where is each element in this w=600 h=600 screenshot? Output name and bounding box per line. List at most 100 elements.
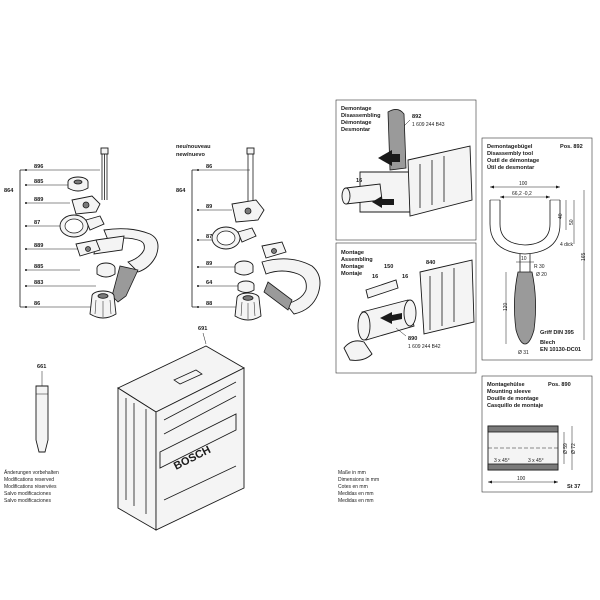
left-label-87: 87 (34, 220, 40, 226)
note-mid-1: Maße in mm (338, 470, 366, 476)
note-mid-4: Medidas en mm (338, 491, 374, 497)
sleeve-890-panel: Montagehülse Mounting sleeve Douille de … (481, 375, 593, 493)
mid-group-label: 864 (176, 188, 186, 194)
left-group-label: 864 (4, 188, 14, 194)
mid-label-88: 88 (206, 301, 212, 307)
dim-40: 40 (558, 213, 564, 219)
mid-nut-64 (237, 280, 255, 293)
left-label-885: 885 (34, 179, 43, 185)
mid-heading-de: neu/nouveau (176, 144, 211, 150)
note-left-1: Änderungen vorbehalten (4, 469, 59, 476)
disassembling-pos-16: 16 (356, 178, 362, 184)
mid-heading-en: new/nuevo (176, 152, 205, 158)
assembling-label-840: 840 (426, 260, 435, 266)
mid-label-89: 89 (206, 204, 212, 210)
assembling-label-150: 150 (384, 264, 393, 270)
notes-left: Änderungen vorbehalten Modifications res… (4, 469, 59, 504)
dim-4-dick: 4 dick (560, 242, 574, 248)
assembling-part-no: 890 (408, 336, 417, 342)
sleeve-d59: Ø 59 (563, 443, 569, 454)
left-handle-assembly: 864 896 885 889 87 889 885 883 86 (4, 147, 159, 319)
note-mid-5: Medidas en mm (338, 498, 374, 504)
left-nut-885b (96, 262, 116, 278)
dim-d20: Ø 20 (536, 272, 547, 278)
disassembling-part-no: 892 (412, 114, 421, 120)
dim-50: 50 (569, 219, 575, 225)
left-clamp-889b (75, 239, 101, 257)
assembling-title-4: Montaje (341, 271, 362, 277)
sleeve890-title-2: Mounting sleeve (487, 389, 531, 395)
middle-handle-assembly: neu/nouveau new/nuevo 864 86 89 87 89 64… (176, 144, 321, 321)
sleeve890-title-3: Douille de montage (487, 396, 539, 402)
left-label-889: 889 (34, 197, 43, 203)
mid-label-87: 87 (206, 234, 212, 240)
tool892-title-2: Disassembly tool (487, 151, 533, 157)
chisel-661: 661 (35, 364, 49, 453)
mid-spacer-89c (234, 260, 254, 276)
dim-165: 165 (581, 252, 587, 261)
note-left-5: Salvo modificaciones (4, 498, 51, 504)
assembling-order-no: 1 609 244 B42 (408, 344, 441, 350)
note-mid-2: Dimensions in mm (338, 477, 379, 483)
grip-note-2: Blech (540, 340, 556, 346)
tool892-title-3: Outil de démontage (487, 158, 539, 164)
sleeve890-pos: Pos. 890 (548, 382, 571, 388)
mid-label-64: 64 (206, 280, 213, 286)
dim-r30: R 30 (534, 264, 545, 270)
disassembling-title-2: Disassembling (341, 113, 381, 119)
assembling-label-16a: 16 (372, 274, 378, 280)
sleeve-material: St 37 (567, 484, 580, 490)
sleeve890-title-4: Casquillo de montaje (487, 403, 543, 409)
assembling-title-2: Assembling (341, 257, 373, 263)
left-label-889b: 889 (34, 243, 43, 249)
dim-10: 10 (521, 256, 527, 262)
disassembling-title-1: Demontage (341, 106, 371, 112)
grip-note-3: EN 10130-DC01 (540, 347, 581, 353)
left-d-handle (93, 228, 159, 303)
sleeve-chamfer-left: 3 x 45° (494, 458, 510, 464)
disassembling-panel: Demontage Disassembling Démontage Desmon… (335, 99, 477, 241)
assembling-panel: Montage Assembling Montage Montaje 150 8… (335, 242, 477, 374)
left-nut-885 (67, 176, 89, 192)
grip-note-1: Griff DIN 395 (540, 330, 574, 336)
mid-bolt (246, 147, 255, 206)
left-label-885b: 885 (34, 264, 43, 270)
tool892-pos: Pos. 892 (560, 144, 583, 150)
mid-d-handle (261, 258, 321, 315)
case-label-691: 691 (198, 326, 207, 332)
left-label-896: 896 (34, 164, 43, 170)
mid-ring-87 (211, 226, 257, 250)
left-label-883: 883 (34, 280, 43, 286)
left-bolt (100, 147, 109, 200)
tool892-title-4: Útil de desmontar (487, 164, 535, 171)
assembling-title-3: Montage (341, 264, 364, 270)
note-mid-3: Cotes en mm (338, 484, 368, 490)
tool-892-panel: Demontagebügel Disassembly tool Outil de… (481, 137, 593, 361)
note-left-2: Modifications reserved (4, 477, 54, 483)
sleeve-chamfer-right: 3 x 45° (528, 458, 544, 464)
note-left-4: Salvo modificaciones (4, 491, 51, 497)
dim-66-2: 66,2 -0,2 (512, 191, 532, 197)
left-ring-87 (59, 214, 105, 238)
notes-mid: Maße in mm Dimensions in mm Cotes en mm … (338, 470, 379, 504)
mid-clamp-89b (261, 241, 287, 259)
sleeve-d72: Ø 72 (571, 443, 577, 454)
mid-label-86: 86 (206, 164, 212, 170)
disassembling-title-4: Desmontar (341, 127, 371, 133)
dim-d31: Ø 31 (518, 350, 529, 356)
sleeve-length-100: 100 (517, 476, 526, 482)
disassembling-title-3: Démontage (341, 120, 371, 126)
sleeve890-title-1: Montagehülse (487, 382, 525, 388)
tool892-title-1: Demontagebügel (487, 144, 533, 150)
note-left-3: Modifications réservées (4, 484, 57, 490)
left-label-86: 86 (34, 301, 40, 307)
disassembling-order-no: 1 609 244 B43 (412, 122, 445, 128)
dim-100: 100 (519, 181, 528, 187)
mid-knob-88 (234, 292, 262, 321)
assembling-label-16b: 16 (402, 274, 408, 280)
left-knob-86 (89, 290, 117, 319)
assembling-title-1: Montage (341, 250, 364, 256)
left-clamp-889 (71, 195, 101, 215)
dim-120: 120 (503, 302, 509, 311)
